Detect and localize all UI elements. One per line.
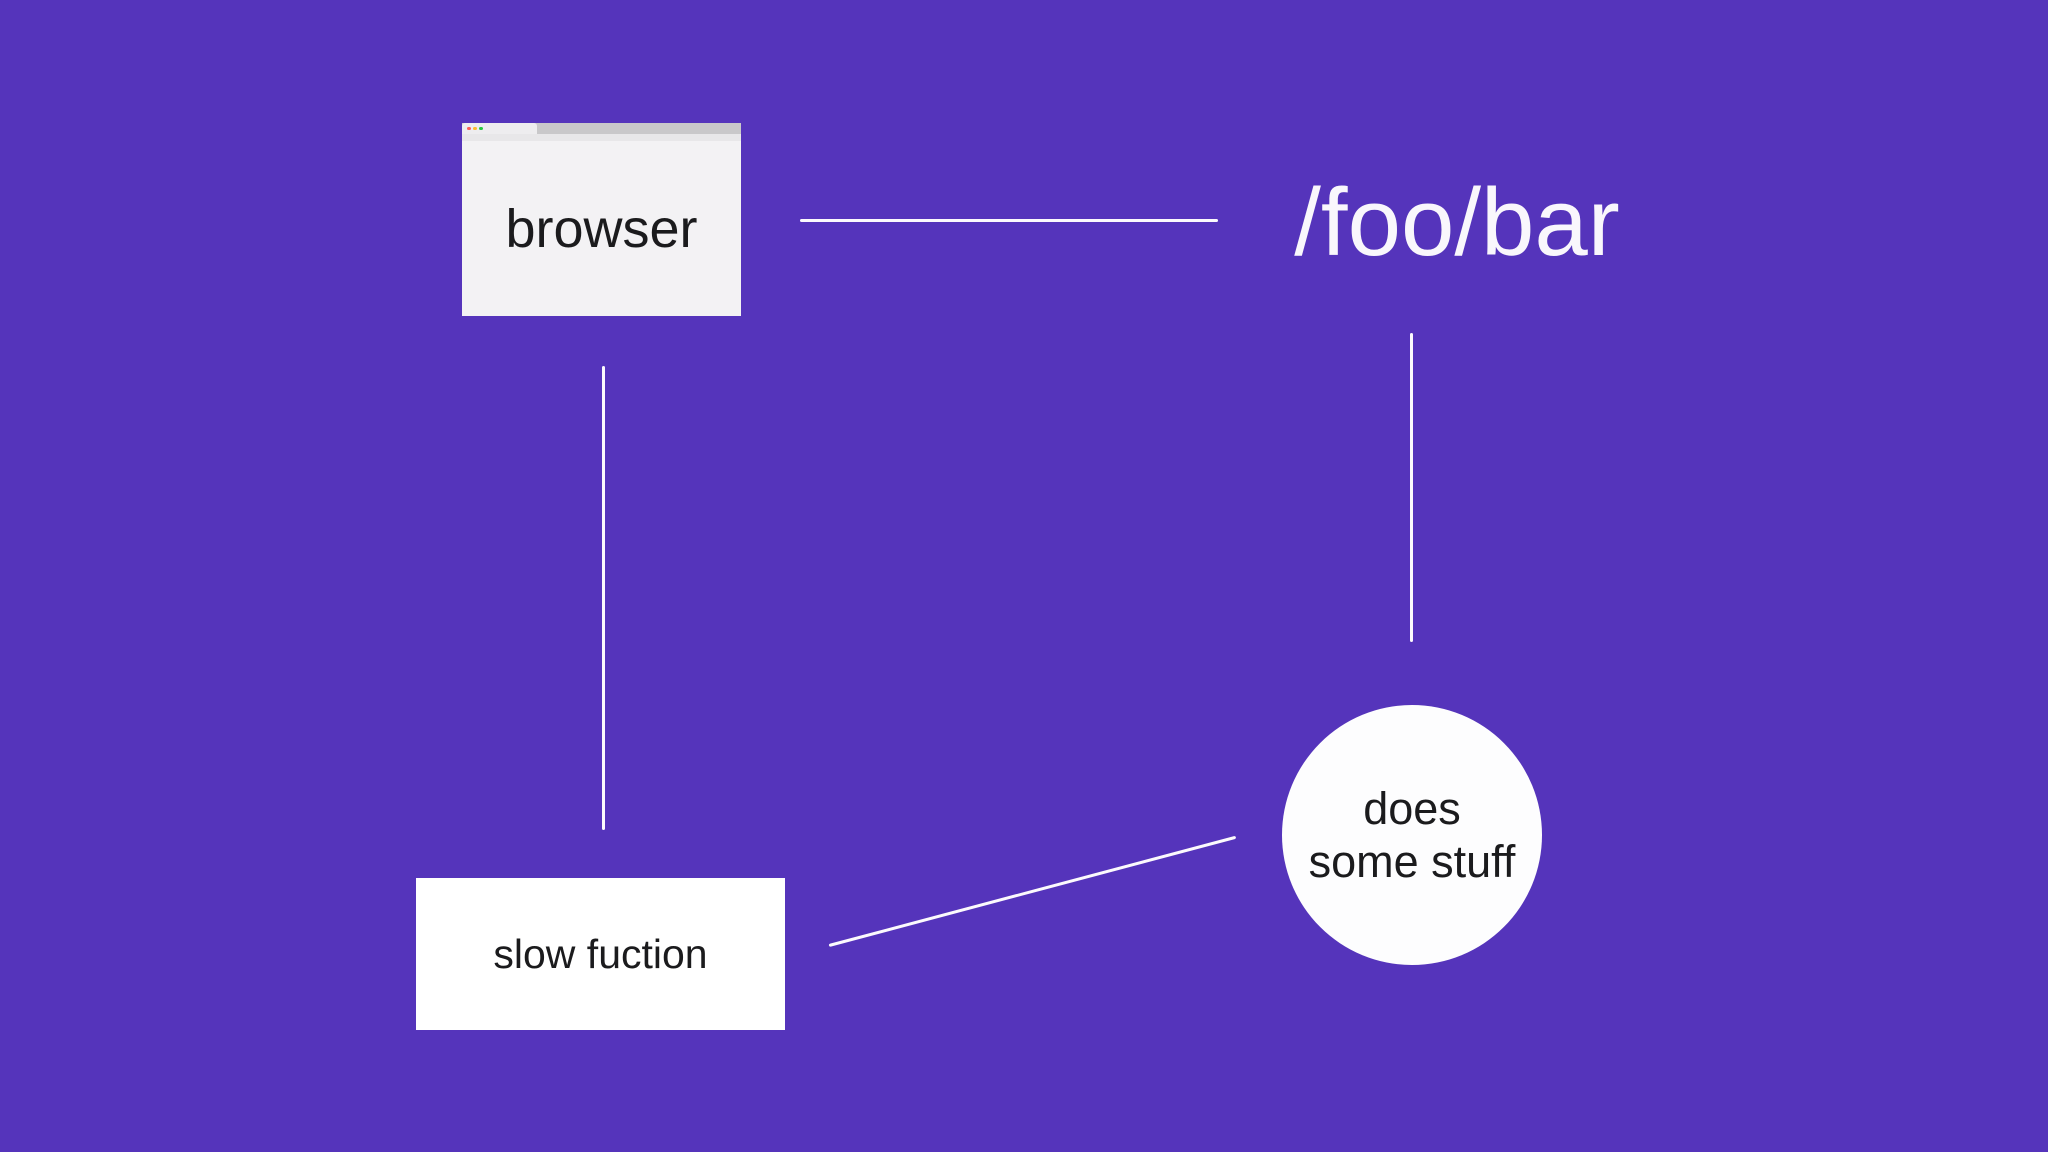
browser-toolbar xyxy=(462,134,741,141)
connector-route-to-handler xyxy=(1410,333,1413,642)
slow-function-label: slow fuction xyxy=(493,930,708,977)
connector-slow-function-to-handler xyxy=(828,835,1237,947)
handler-circle-node: does some stuff xyxy=(1282,705,1542,965)
browser-window-node: browser xyxy=(462,123,741,316)
route-label: /foo/bar xyxy=(1294,169,1620,276)
browser-tab xyxy=(462,123,537,134)
browser-body: browser xyxy=(462,141,741,316)
browser-titlebar xyxy=(462,123,741,134)
close-icon xyxy=(467,126,471,131)
browser-node-label: browser xyxy=(505,198,698,259)
connector-browser-to-route xyxy=(800,219,1218,222)
connector-browser-to-slow-function xyxy=(602,366,605,830)
handler-label-line1: does xyxy=(1363,782,1461,834)
handler-label-line2: some stuff xyxy=(1308,836,1516,887)
zoom-icon xyxy=(479,126,483,131)
slow-function-node: slow fuction xyxy=(416,878,785,1030)
minimize-icon xyxy=(473,126,477,131)
